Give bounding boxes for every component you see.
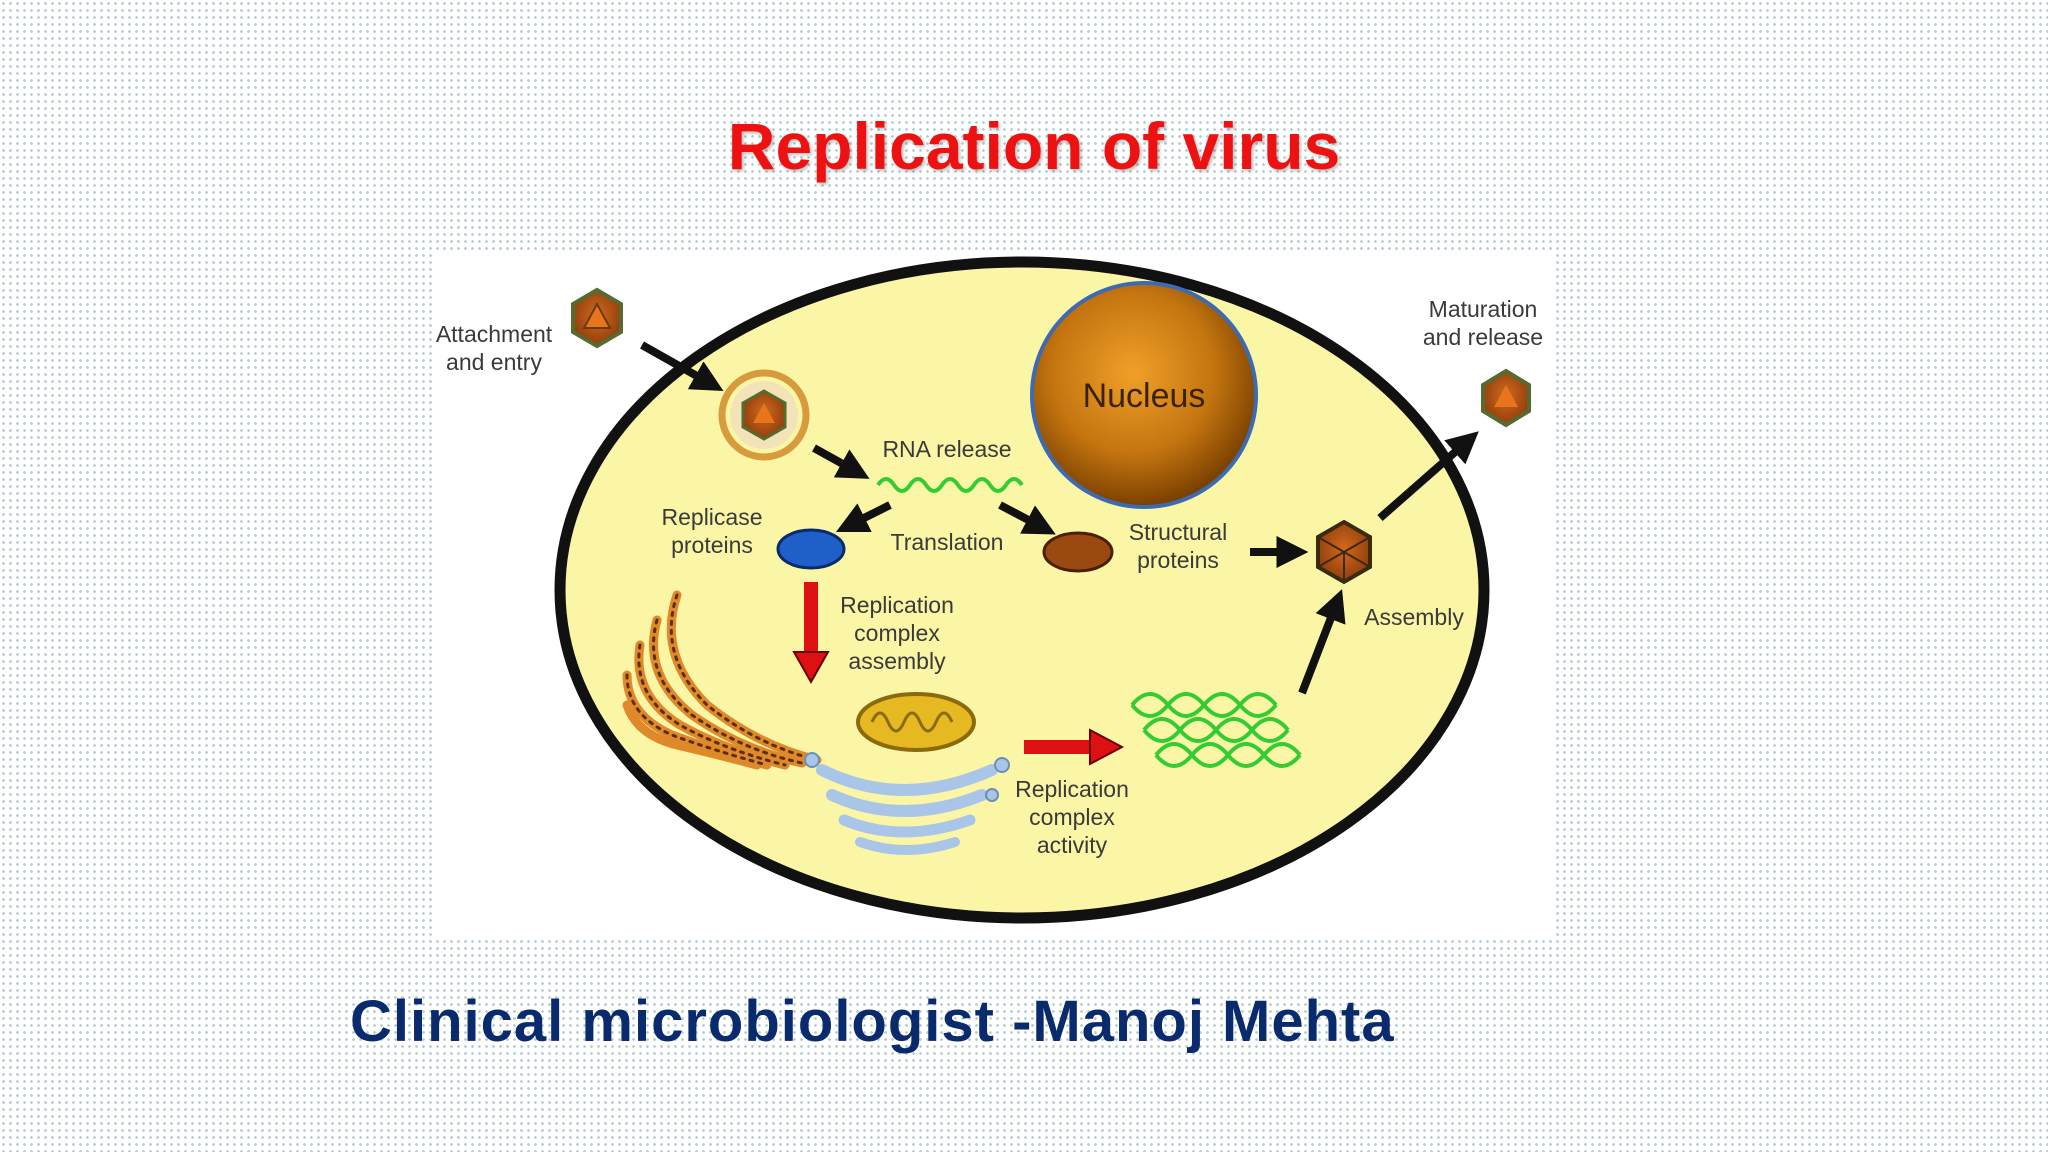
mitochondrion-icon	[856, 692, 976, 752]
translation-arrow-left	[835, 501, 892, 533]
translation-arrow-right	[998, 501, 1056, 535]
replicase-label-2: proteins	[671, 532, 753, 558]
translation-label: Translation	[891, 529, 1004, 555]
release-arrow	[1377, 431, 1479, 522]
released-virion-icon	[1481, 368, 1531, 428]
structural-protein-icon	[1042, 531, 1114, 573]
virus-replication-diagram: Nucleus Attachment and entry RNA release…	[432, 250, 1552, 940]
slide-title: Replication of virus	[727, 109, 1341, 183]
structural-label-2: proteins	[1137, 547, 1219, 573]
replicated-rna-strands	[1130, 692, 1302, 768]
replicase-label-1: Replicase	[662, 504, 763, 530]
endosome-virion-icon	[718, 369, 810, 461]
virion-icon	[571, 287, 623, 349]
structural-label-1: Structural	[1129, 519, 1227, 545]
replicase-protein-icon	[776, 528, 846, 570]
viral-rna-strand	[876, 477, 1024, 493]
assembled-virion-icon	[1316, 519, 1372, 585]
attachment-label-1: Attachment	[436, 321, 553, 347]
rc-assembly-arrowhead	[792, 651, 830, 685]
maturation-label-1: Maturation	[1429, 296, 1538, 322]
attachment-label-2: and entry	[446, 349, 542, 375]
rc-activity-label-2: complex	[1029, 804, 1115, 830]
assembly-label: Assembly	[1364, 604, 1464, 630]
maturation-label-2: and release	[1423, 324, 1543, 350]
uncoating-arrow	[812, 444, 870, 479]
cell-cytoplasm	[554, 256, 1490, 924]
diagram-canvas: Nucleus Attachment and entry RNA release…	[436, 256, 1543, 924]
rc-assembly-label-1: Replication	[840, 592, 954, 618]
rc-activity-arrowhead	[1089, 728, 1125, 766]
entry-arrow	[640, 341, 724, 392]
nucleus-icon: Nucleus	[1030, 281, 1258, 509]
rc-activity-label-3: activity	[1037, 832, 1108, 858]
rna-to-assembly-arrow	[1298, 589, 1346, 695]
slide-credit: Clinical microbiologist -Manoj Mehta	[350, 989, 1395, 1054]
nucleus-label: Nucleus	[1083, 377, 1206, 415]
rc-assembly-label-2: complex	[854, 620, 940, 646]
rna-release-label: RNA release	[882, 436, 1011, 462]
rc-assembly-label-3: assembly	[848, 648, 946, 674]
golgi-icon	[804, 752, 1010, 855]
endoplasmic-reticulum-icon	[622, 590, 822, 770]
rc-activity-label-1: Replication	[1015, 776, 1129, 802]
